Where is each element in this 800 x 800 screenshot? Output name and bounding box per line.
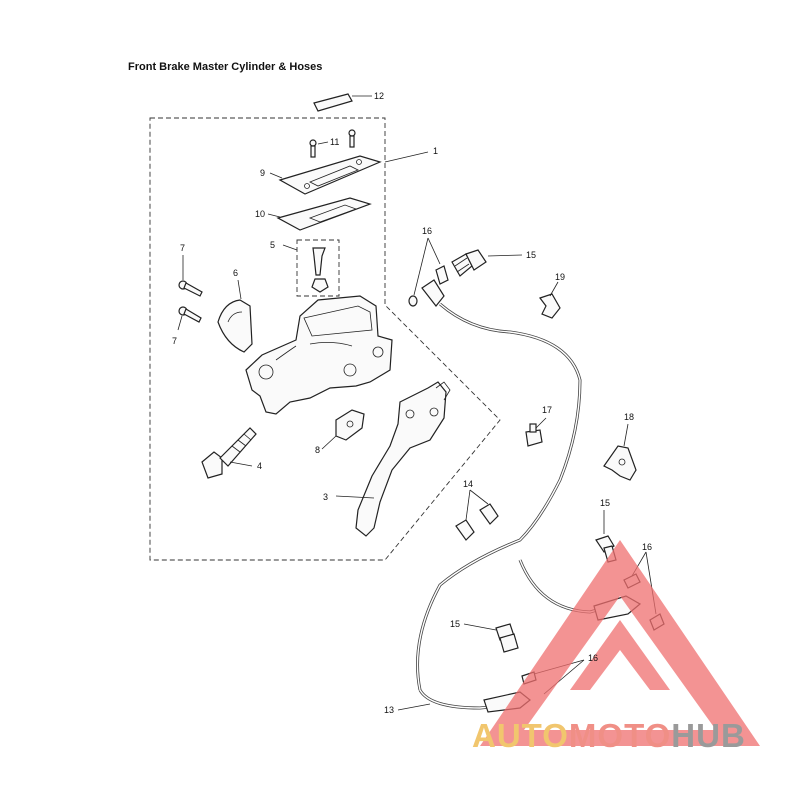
part-7-clamp-bolts: [177, 255, 203, 331]
callout-3: 3: [323, 492, 328, 502]
callout-17: 17: [542, 405, 552, 415]
callout-6: 6: [233, 268, 238, 278]
part-6-handlebar-clamp: [217, 279, 253, 353]
callout-4: 4: [257, 461, 262, 471]
callout-12: 12: [374, 91, 384, 101]
part-16-washers-top: [408, 237, 449, 307]
watermark-auto: AUTO: [472, 717, 569, 754]
callout-15-lower: 15: [450, 619, 460, 629]
part-15-banjo-bolt-lower: [463, 623, 519, 653]
callout-1-leader: [384, 151, 429, 163]
part-12-diaphragm: [313, 93, 372, 112]
callout-8: 8: [315, 445, 320, 455]
upper-brake-hose: [416, 279, 582, 691]
part-15-banjo-bolt-top: [451, 249, 523, 277]
part-17-bolt: [525, 417, 547, 447]
callout-5: 5: [270, 240, 275, 250]
callout-11: 11: [330, 137, 339, 147]
callout-1: 1: [433, 146, 438, 156]
part-9-reservoir-cover: [269, 155, 382, 195]
watermark-moto: MOTO: [568, 717, 672, 754]
part-18-bracket: [603, 423, 637, 481]
callout-16-right: 16: [642, 542, 652, 552]
part-10-gasket: [267, 197, 372, 231]
part-15-banjo-bolt-right: [595, 510, 617, 563]
diagram-title: Front Brake Master Cylinder & Hoses: [128, 61, 323, 73]
part-11-screws: [309, 129, 356, 158]
callout-19: 19: [555, 272, 565, 282]
part-14-grommets: [455, 489, 499, 541]
callout-7-bottom: 7: [172, 336, 177, 346]
watermark-hub: HUB: [671, 717, 746, 754]
master-cylinder-body: [245, 295, 393, 415]
callout-18: 18: [624, 412, 634, 422]
watermark-text: AUTOMOTOHUB: [472, 717, 746, 755]
part-19-hose-clip: [539, 281, 561, 319]
callout-15-right: 15: [600, 498, 610, 508]
callout-15-top: 15: [526, 250, 536, 260]
watermark-logo: [480, 540, 760, 746]
callout-16-top: 16: [422, 226, 432, 236]
part-8-brake-switch: [321, 409, 365, 450]
callout-14: 14: [463, 479, 473, 489]
assembly-boundary: [149, 117, 501, 561]
part-4-adjuster: [201, 427, 257, 479]
callout-10: 10: [255, 209, 265, 219]
part-3-brake-lever: [335, 381, 451, 537]
part-5-pivot-bolt: [282, 239, 340, 297]
callout-7-top: 7: [180, 243, 185, 253]
callout-13: 13: [384, 705, 394, 715]
callout-16-lower: 16: [588, 653, 598, 663]
callout-9: 9: [260, 168, 265, 178]
